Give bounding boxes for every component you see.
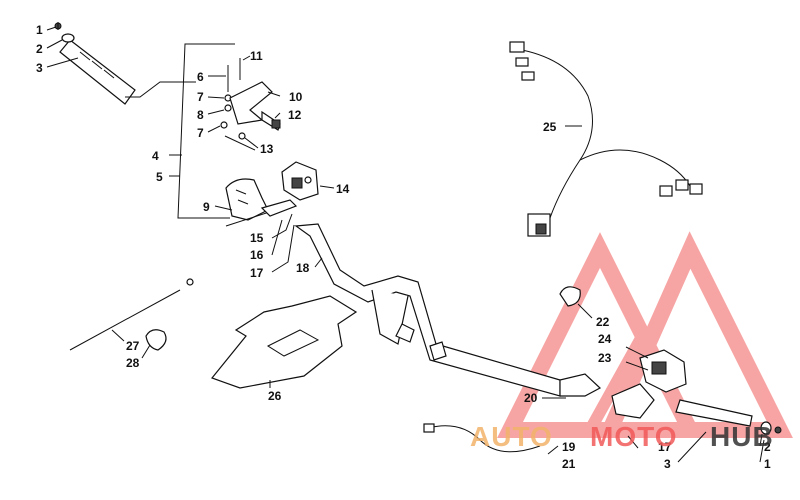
throttle-lever-assembly xyxy=(220,58,281,140)
handlebar xyxy=(294,223,753,427)
callout-label: 12 xyxy=(288,108,302,122)
callout-label: 1 xyxy=(764,457,771,471)
lower-wire xyxy=(423,423,541,453)
left-grip xyxy=(54,22,136,105)
callout-label: 16 xyxy=(250,248,264,262)
callout-label: 17 xyxy=(658,440,672,454)
callout-label: 27 xyxy=(126,339,140,353)
callout-labels: 1 2 3 4 5 6 7 8 7 9 10 11 12 13 14 15 16… xyxy=(36,23,771,471)
right-control-housing xyxy=(611,349,687,419)
watermark-text: AUTO MOTO HUB xyxy=(470,421,774,452)
callout-label: 3 xyxy=(664,457,671,471)
callout-label: 1 xyxy=(36,23,43,37)
callout-label: 15 xyxy=(250,231,264,245)
callout-label: 7 xyxy=(197,126,204,140)
right-grip-end xyxy=(760,421,782,435)
left-control-housing xyxy=(225,178,298,227)
watermark-word-3: HUB xyxy=(710,421,774,452)
watermark-word-2: MOTO xyxy=(590,421,677,452)
right-side-clamp xyxy=(559,286,581,307)
callout-label: 13 xyxy=(260,142,274,156)
callout-label: 2 xyxy=(36,42,43,56)
callout-label: 5 xyxy=(156,170,163,184)
callout-label: 2 xyxy=(764,440,771,454)
callout-label: 25 xyxy=(543,120,557,134)
throttle-cable xyxy=(69,278,194,351)
callout-label: 22 xyxy=(596,315,610,329)
left-switch-module xyxy=(281,161,319,201)
callout-label: 26 xyxy=(268,389,282,403)
callout-label: 23 xyxy=(598,351,612,365)
callout-label: 24 xyxy=(598,332,612,346)
callout-label: 14 xyxy=(336,182,350,196)
callout-label: 8 xyxy=(197,108,204,122)
callout-label: 17 xyxy=(250,266,264,280)
callout-label: 21 xyxy=(562,457,576,471)
callout-label: 7 xyxy=(197,90,204,104)
wiring-harness xyxy=(509,41,703,237)
watermark-word-1: AUTO xyxy=(470,421,553,452)
handlebar-pad xyxy=(211,295,358,389)
callout-label: 11 xyxy=(250,49,263,63)
callout-label: 10 xyxy=(289,90,303,104)
callout-label: 28 xyxy=(126,356,140,370)
callout-label: 4 xyxy=(152,149,159,163)
callout-label: 18 xyxy=(296,261,310,275)
callout-label: 20 xyxy=(524,391,538,405)
callout-label: 3 xyxy=(36,61,43,75)
callout-label: 9 xyxy=(203,200,210,214)
callout-label: 6 xyxy=(197,70,204,84)
callout-label: 19 xyxy=(562,440,576,454)
